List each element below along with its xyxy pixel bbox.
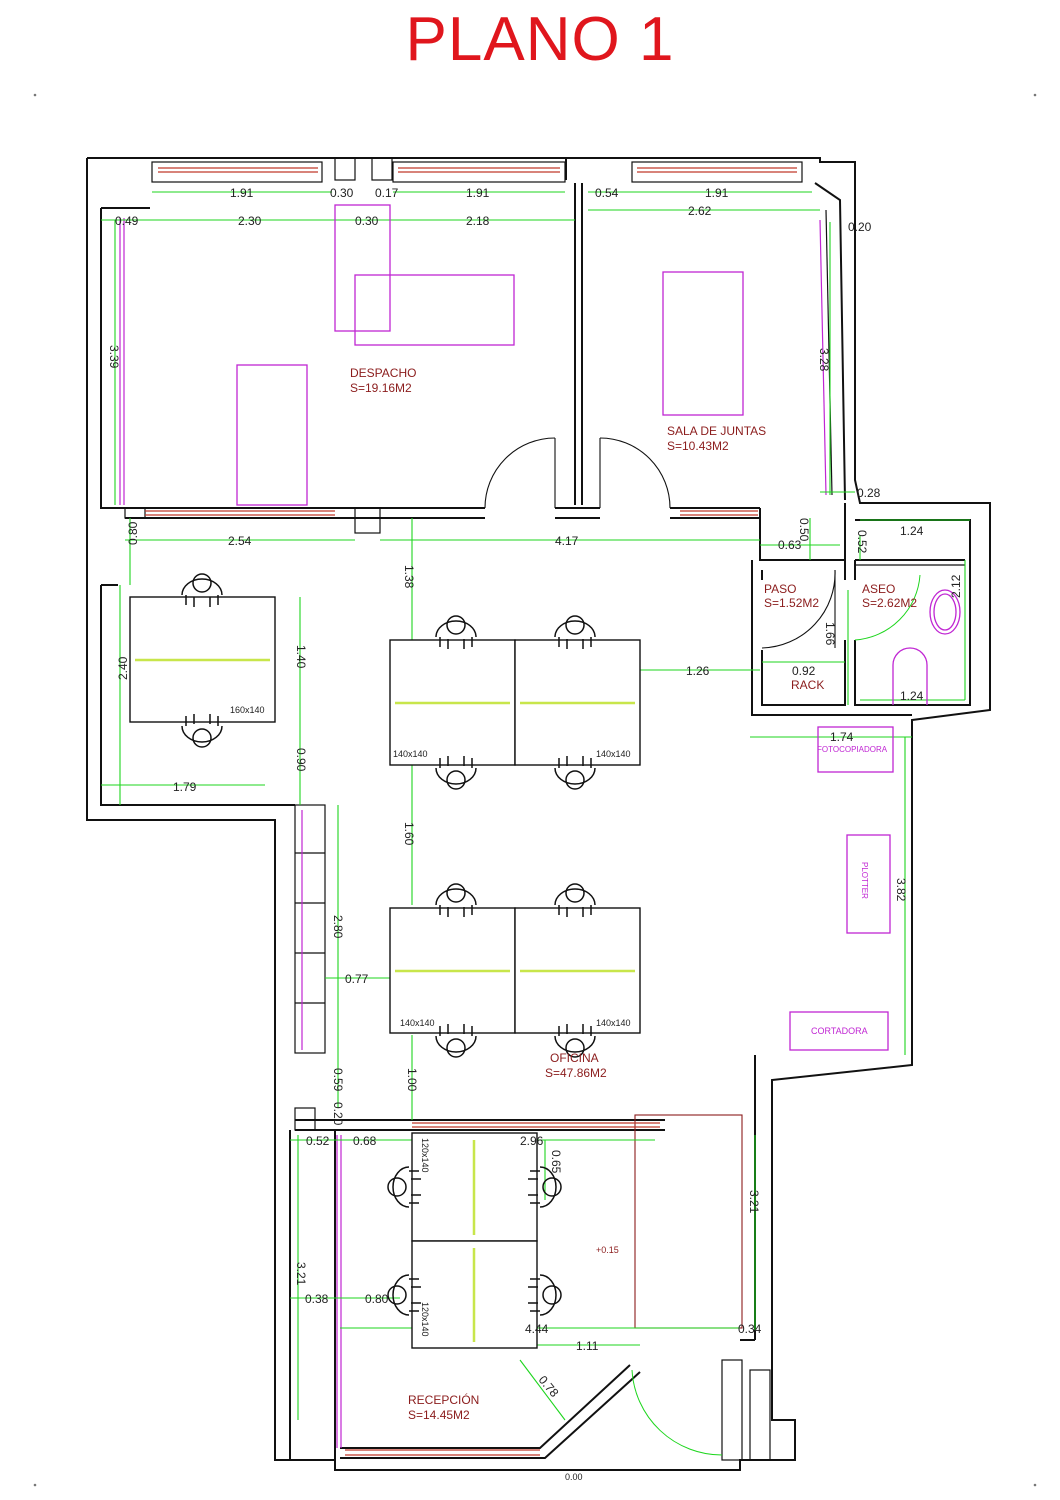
room-name-oficina: OFICINA: [550, 1051, 599, 1065]
dimension-label: 0.52: [855, 530, 869, 554]
dimension-label: 1.91: [705, 186, 729, 200]
dimension-label: 1.40: [294, 645, 308, 669]
dimension-label: 3.21: [294, 1262, 308, 1286]
level-mark-platform: +0.15: [596, 1245, 619, 1255]
dimension-label: 1.26: [686, 664, 710, 678]
dimension-lines: [101, 191, 970, 1421]
dimension-label: 2.18: [466, 214, 490, 228]
dimension-label: 1.60: [402, 822, 416, 846]
plotter-label: PLOTTER: [860, 862, 869, 899]
desk-left: [129, 596, 276, 723]
dimension-label: 0.59: [331, 1068, 345, 1092]
dimension-label: 0.90: [294, 748, 308, 772]
room-name-despacho: DESPACHO: [350, 366, 416, 380]
dimension-label: 0.20: [848, 220, 872, 234]
dimension-label: 3.39: [107, 345, 121, 369]
room-area-aseo: S=2.62M2: [862, 596, 917, 610]
dimension-label: 1.91: [466, 186, 490, 200]
dimension-label: 0.77: [345, 972, 369, 986]
level-mark-entrance: 0.00: [565, 1472, 583, 1482]
dimension-label: 1.74: [830, 730, 854, 744]
fotocopiadora-label: FOTOCOPIADORA: [817, 745, 888, 754]
dimension-label: 1.24: [900, 689, 924, 703]
room-name-rack: RACK: [791, 678, 824, 692]
dimension-label: 0.65: [549, 1150, 563, 1174]
desk-size-label: 140x140: [393, 749, 428, 759]
dimension-label: 0.92: [792, 664, 816, 678]
desk-size-label: 140x140: [400, 1018, 435, 1028]
dimension-label: 0.78: [536, 1373, 562, 1400]
dimension-label: 1.00: [405, 1068, 419, 1092]
dimension-label: 2.62: [688, 204, 712, 218]
desk-cluster-top: [389, 639, 641, 766]
cortadora: [789, 1011, 889, 1051]
dimension-label: 0.50: [797, 518, 811, 542]
dimension-label: 4.17: [555, 534, 579, 548]
dimension-label: 0.30: [355, 214, 379, 228]
dimension-label: 0.17: [375, 186, 399, 200]
doors: [484, 437, 921, 1456]
dimension-label: 4.44: [525, 1322, 549, 1336]
dimension-label: 3.28: [817, 348, 831, 372]
dimension-label: 1.11: [576, 1339, 599, 1353]
dimension-label: 0.28: [857, 486, 881, 500]
desk-size-label: 140x140: [596, 749, 631, 759]
desk-cluster-middle: [389, 907, 641, 1034]
desk-size-label: 160x140: [230, 705, 265, 715]
dimension-label: 3.82: [894, 878, 908, 902]
dimension-label: 1.66: [823, 622, 837, 646]
dimension-label: 0.80: [365, 1292, 389, 1306]
dimension-label: 1.91: [230, 186, 254, 200]
dimension-label: 0.52: [306, 1134, 330, 1148]
dimension-label: 3.21: [747, 1190, 761, 1214]
dimension-label: 0.68: [353, 1134, 377, 1148]
dimension-label: 0.20: [331, 1102, 345, 1126]
dimension-label: 2.12: [949, 574, 963, 598]
room-area-paso: S=1.52M2: [764, 596, 819, 610]
dimension-label: 0.63: [778, 538, 802, 552]
room-area-recepcion: S=14.45M2: [408, 1408, 470, 1422]
desk-size-label: 120x140: [420, 1302, 430, 1337]
dimension-label: 0.30: [330, 186, 354, 200]
dimension-label: 1.79: [173, 780, 197, 794]
windows: [119, 167, 827, 1456]
dimension-label: 2.80: [331, 915, 345, 939]
dimension-label: 0.49: [115, 214, 139, 228]
walls: [86, 157, 991, 1471]
fotocopiadora: [817, 726, 894, 773]
dimension-label: 2.54: [228, 534, 252, 548]
room-area-despacho: S=19.16M2: [350, 381, 412, 395]
room-name-paso: PASO: [764, 582, 796, 596]
dimension-label: 0.34: [738, 1322, 762, 1336]
dimension-label: 2.96: [520, 1134, 544, 1148]
desk-cluster-reception: [411, 1132, 538, 1349]
desk-size-label: 140x140: [596, 1018, 631, 1028]
despacho-furniture: [236, 204, 744, 506]
desk-size-label: 120x140: [420, 1138, 430, 1173]
dimension-label: 2.30: [238, 214, 262, 228]
plan-title: PLANO 1: [405, 5, 675, 74]
room-name-sala-juntas: SALA DE JUNTAS: [667, 424, 766, 438]
dimension-label: 1.24: [900, 524, 924, 538]
room-area-sala-juntas: S=10.43M2: [667, 439, 729, 453]
dimension-label: 1.38: [402, 565, 416, 589]
aseo-fixtures: [892, 589, 961, 705]
dimension-label: 0.80: [126, 521, 140, 545]
cortadora-label: CORTADORA: [811, 1026, 868, 1036]
dimension-label: 0.38: [305, 1292, 329, 1306]
room-name-recepcion: RECEPCIÓN: [408, 1392, 479, 1407]
room-name-aseo: ASEO: [862, 582, 895, 596]
chairs: [181, 573, 596, 1316]
dimension-label: 0.54: [595, 186, 619, 200]
plotter: [846, 834, 891, 934]
room-area-oficina: S=47.86M2: [545, 1066, 607, 1080]
dimension-label: 2.40: [116, 656, 130, 680]
